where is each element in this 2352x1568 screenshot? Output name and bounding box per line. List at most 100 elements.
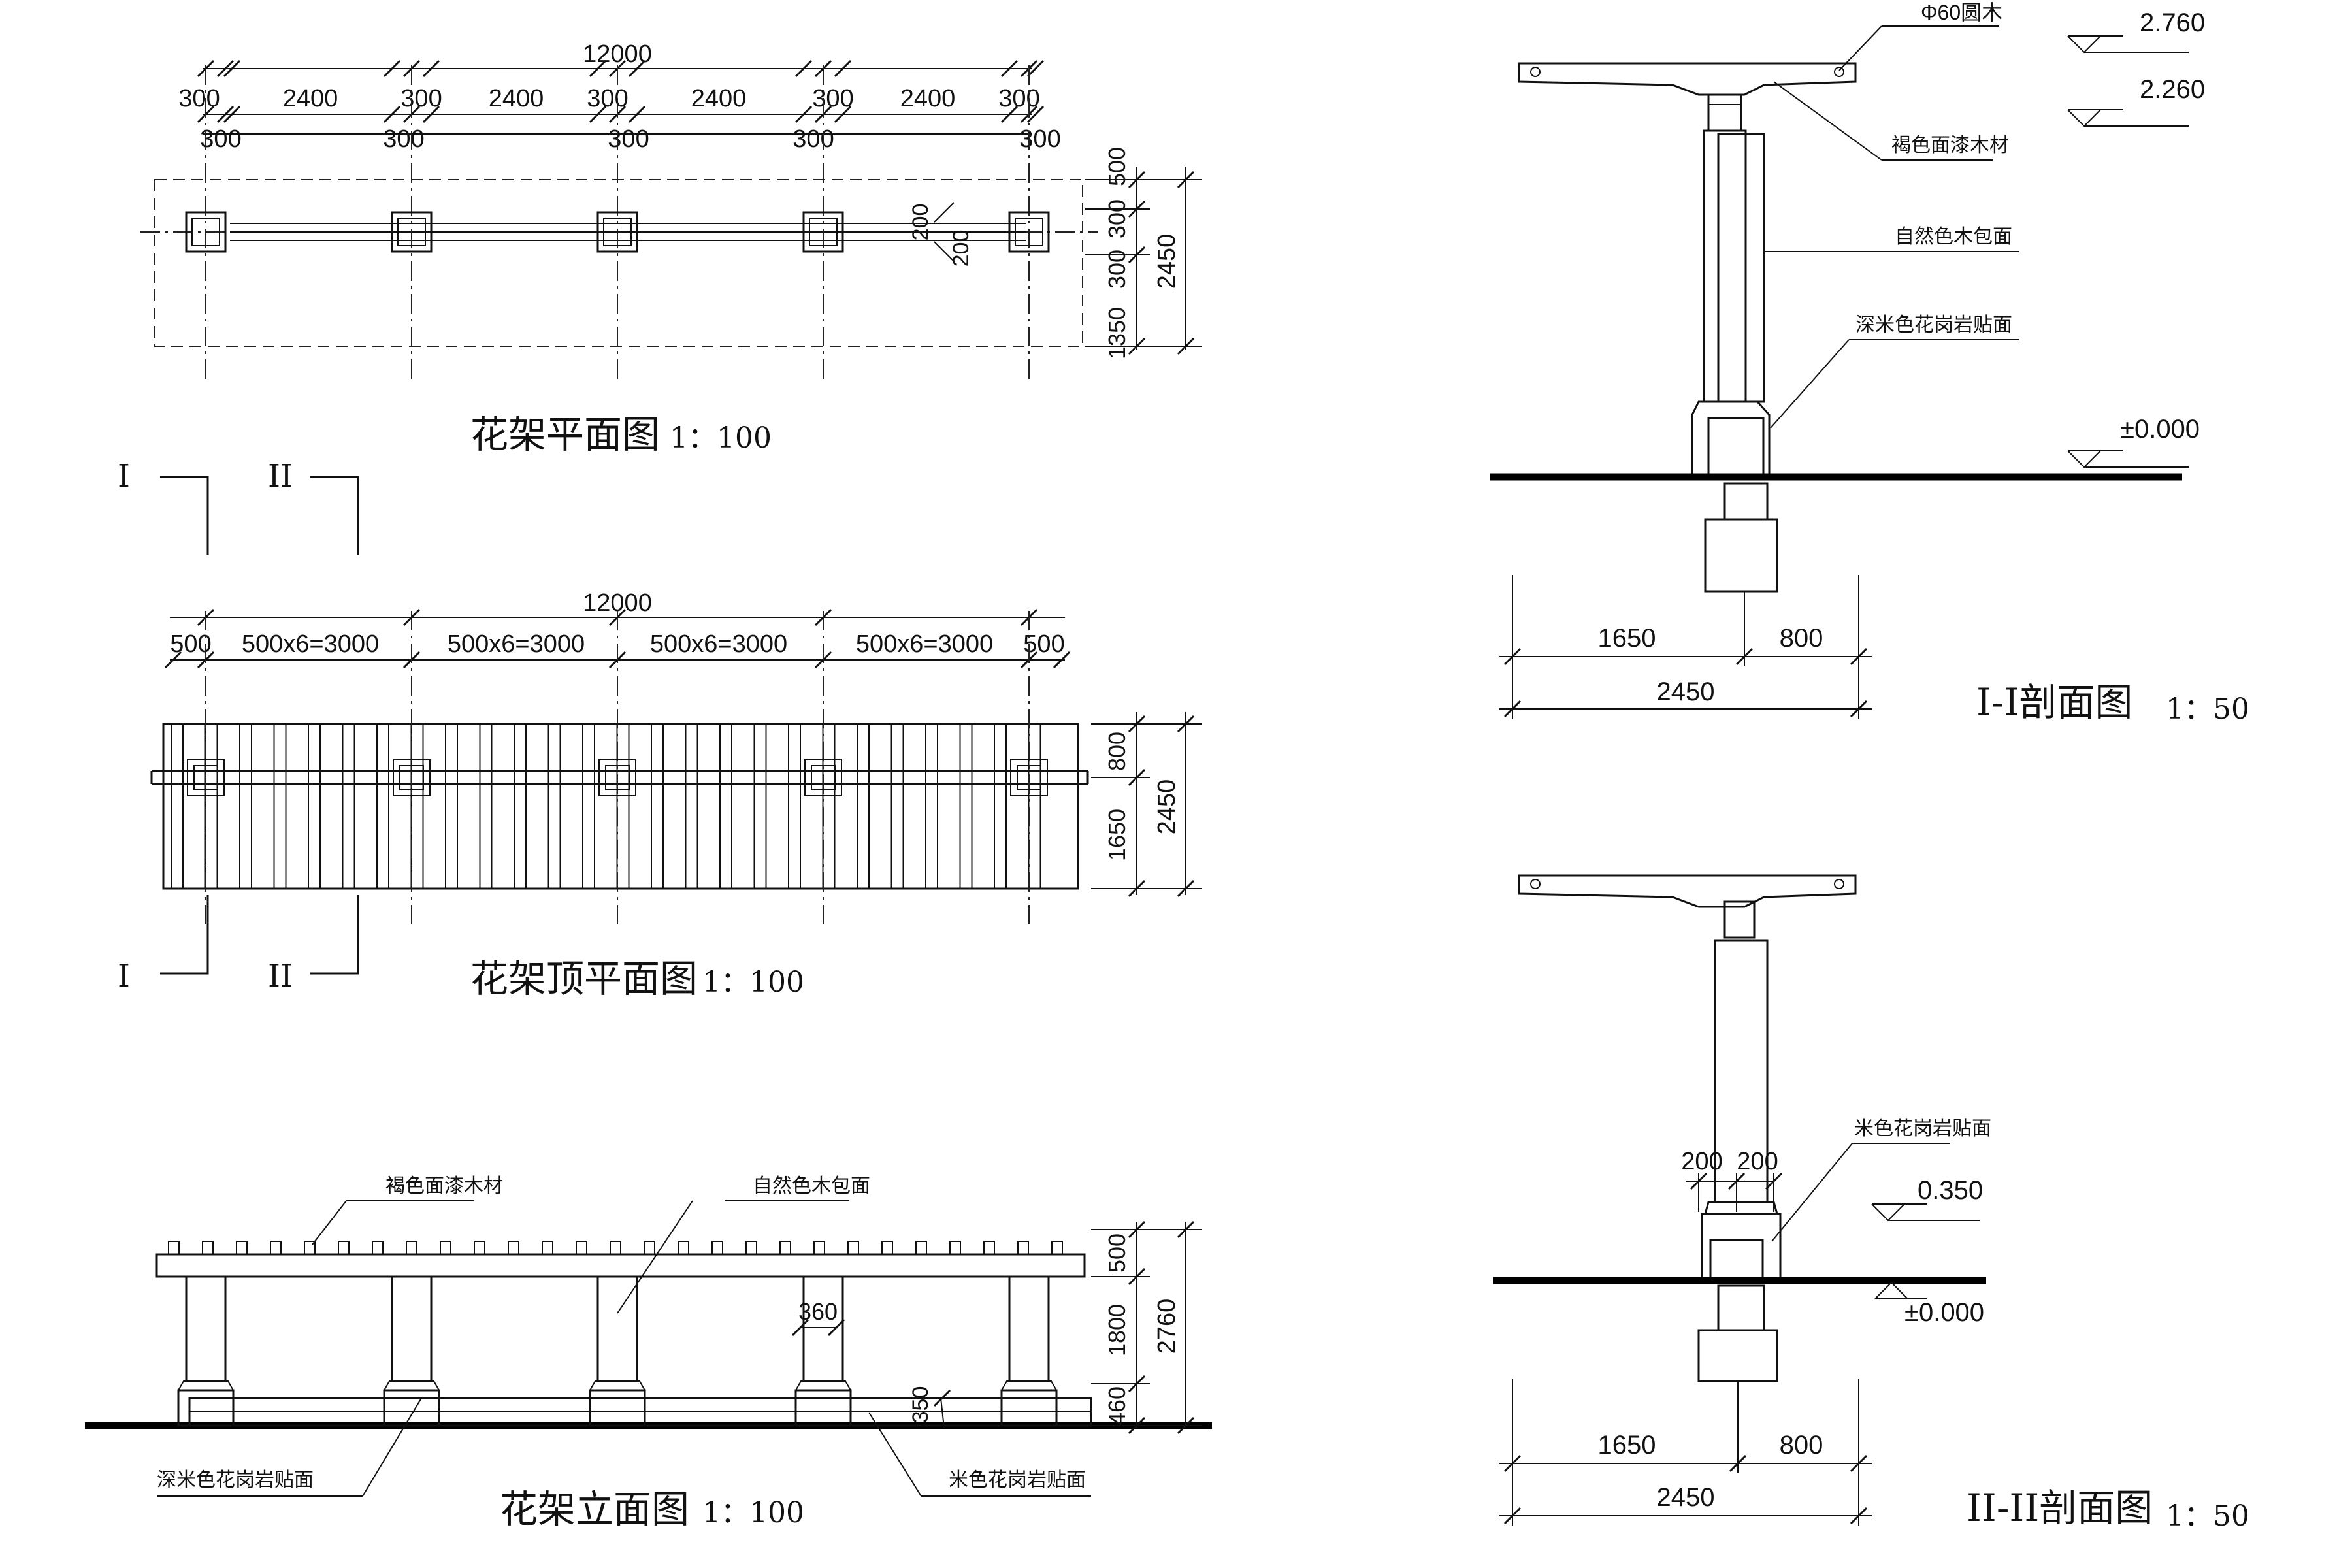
plan-overall-dim: 12000 (583, 41, 652, 68)
elev-rafter-end (542, 1241, 553, 1255)
plan-span-6: 2400 (691, 85, 747, 112)
section-ii-title: II-II剖面图 (1967, 1486, 2153, 1530)
section-ii-view: 200 200 米色花岗岩贴面 0.350 ±0.000 1650 800 (1493, 874, 2249, 1533)
plan-dim-tick (1000, 105, 1019, 123)
roof-rafter (342, 723, 355, 889)
elev-rafter-end (168, 1241, 180, 1255)
elev-rafter-end (202, 1241, 214, 1255)
roof-rafter (514, 723, 527, 889)
roof-rafter (1028, 723, 1041, 889)
section-ii-dim-total: 2450 (1657, 1483, 1715, 1512)
section-ii-dim-2: 800 (1780, 1431, 1823, 1460)
marker-ii-bottom: II (268, 958, 293, 994)
section-ii-leaders (1771, 1143, 1950, 1242)
roof-rafter (547, 723, 561, 889)
elev-label-base: 米色花岗岩贴面 (949, 1469, 1086, 1491)
roof-rafter (822, 723, 836, 889)
roof-span-1: 500 (170, 630, 211, 658)
plan-span-8: 2400 (900, 85, 956, 112)
elev-side-dim-3: 460 (1103, 1386, 1130, 1426)
roof-column (393, 759, 431, 796)
section-ii-dimensions-top (1686, 1172, 1783, 1212)
elev-rafter-end (881, 1241, 893, 1255)
elev-label-beam: 褐色面漆木材 (385, 1175, 503, 1197)
plan-span-5: 300 (587, 85, 628, 112)
plan-column (185, 211, 227, 253)
elev-rafter-end (508, 1241, 519, 1255)
plan-span-b2: 300 (383, 125, 424, 153)
elev-rafter-end (236, 1241, 248, 1255)
plan-dim-tick (794, 105, 813, 123)
section-i-dimensions (1499, 575, 1872, 719)
plan-span-1: 300 (178, 85, 220, 112)
elev-side-dim-1: 500 (1103, 1233, 1130, 1273)
section-i-view: Φ60圆木 褐色面漆木材 自然色木包面 深米色花岗岩贴面 2.760 2.260… (1490, 1, 2249, 726)
section-ii-level-marks (1871, 1203, 1980, 1299)
elev-rafter-ends (168, 1241, 1063, 1255)
plan-dim-tick (794, 59, 813, 78)
plan-side-dim-3: 300 (1103, 250, 1130, 289)
plan-column (1008, 211, 1050, 253)
roof-axis-lines (205, 611, 1030, 928)
elev-rafter-end (338, 1241, 350, 1255)
plan-column (596, 211, 638, 253)
roof-rafter (651, 723, 664, 889)
marker-i-top: I (118, 458, 130, 495)
roof-side-dim-2: 1650 (1103, 809, 1130, 861)
elev-rafter-end (745, 1241, 757, 1255)
plan-dim-tick (834, 59, 852, 78)
elev-column-shaft (391, 1275, 433, 1382)
plan-dim-tick (1026, 105, 1045, 123)
roof-rafter (273, 723, 287, 889)
plan-span-7: 300 (812, 85, 853, 112)
roof-dim-tick (1053, 651, 1071, 669)
section-ii-label-granite: 米色花岗岩贴面 (1854, 1118, 1991, 1139)
plan-ground-outline (154, 179, 1083, 347)
plan-scale: 1：100 (670, 421, 772, 455)
roof-rafter (410, 723, 424, 889)
plan-dim-tick (1000, 59, 1019, 78)
roof-column (1010, 759, 1048, 796)
roof-rafter (616, 723, 630, 889)
section-i-dim-2: 800 (1780, 624, 1823, 653)
section-ii-level-1: 0.350 (1918, 1176, 1983, 1205)
section-ii-dimensions (1499, 1379, 1872, 1526)
section-i-label-clad: 自然色木包面 (1895, 226, 2012, 248)
roof-span-5: 500x6=3000 (856, 630, 993, 658)
roof-rafter (376, 723, 389, 889)
section-markers (160, 476, 359, 975)
roof-plan-view: 12000 500 500x6=3000 500x6=3000 500x6=30… (150, 589, 1202, 1001)
marker-ii-top: II (268, 458, 293, 495)
plan-column-core (1015, 218, 1043, 246)
section-i-level-marks (2067, 35, 2189, 468)
plan-dim-tick (589, 59, 607, 78)
elev-column-plinth (177, 1389, 235, 1427)
section-i-level-1: 2.760 (2140, 8, 2205, 37)
elev-column-plinth (383, 1389, 440, 1427)
plan-side-dim-4: 1350 (1103, 307, 1130, 359)
elev-column-shaft (1008, 1275, 1050, 1382)
roof-rafter (788, 723, 801, 889)
roof-scale: 1：100 (702, 966, 804, 999)
roof-rafter (445, 723, 458, 889)
section-ii-level-2: ±0.000 (1904, 1298, 1984, 1327)
elevation-view: 褐色面漆木材 自然色木包面 深米色花岗岩贴面 米色花岗岩贴面 360 350 (85, 1175, 1212, 1531)
roof-rafter (171, 723, 184, 889)
roof-rafter (925, 723, 938, 889)
elev-rafter-end (1017, 1241, 1029, 1255)
roof-rafter (890, 723, 904, 889)
roof-rafters (171, 723, 1041, 889)
roof-rafter (719, 723, 732, 889)
plan-dim-tick (628, 59, 646, 78)
plan-dim-tick (383, 59, 401, 78)
section-ii-top-dim-2: 200 (1737, 1148, 1778, 1175)
elev-rafter-end (915, 1241, 927, 1255)
plan-side-dimensions (934, 167, 1202, 355)
elev-label-plinth: 深米色花岗岩贴面 (157, 1469, 314, 1491)
elev-rafter-end (711, 1241, 723, 1255)
elev-column-cap (1000, 1380, 1058, 1391)
roof-column (598, 759, 636, 796)
roof-rafter (582, 723, 595, 889)
elev-column-cap (589, 1380, 646, 1391)
plan-dim-tick (422, 105, 440, 123)
